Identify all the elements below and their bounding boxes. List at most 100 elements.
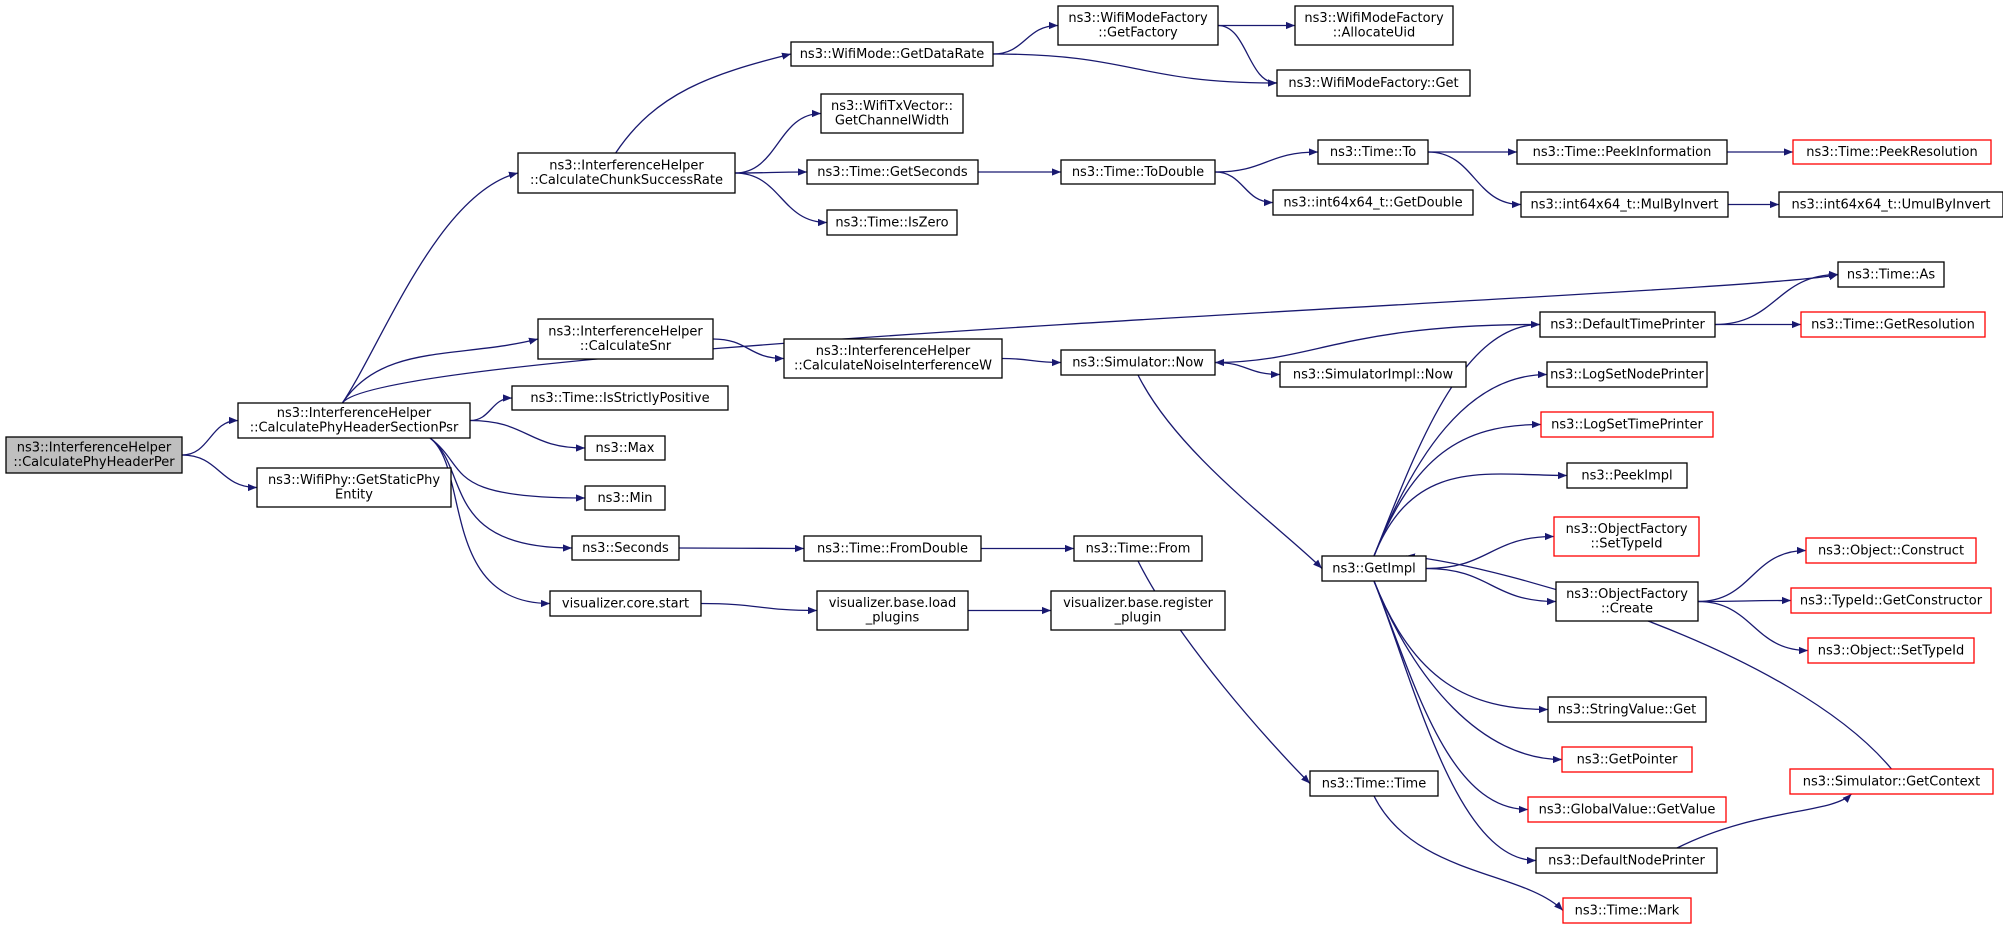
graph-node-ns3-interferencehelper-calculatephyheadersectionpsr[interactable]: ns3::InterferenceHelper::CalculatePhyHea… <box>237 402 471 439</box>
graph-node-ns3-peekimpl[interactable]: ns3::PeekImpl <box>1566 462 1688 489</box>
node-label: ns3::ObjectFactory <box>1566 587 1688 602</box>
node-label: ns3::Time::IsZero <box>835 215 948 230</box>
node-box <box>1561 746 1693 773</box>
graph-node-ns3-logsetnodeprinter[interactable]: ns3::LogSetNodePrinter <box>1546 361 1708 388</box>
graph-node-visualizer-base-load-plugins[interactable]: visualizer.base.load_plugins <box>816 590 969 631</box>
node-box <box>1057 5 1219 46</box>
edge-n36-n47 <box>1697 596 1792 605</box>
graph-node-ns3-int64x64-t-umulbyinvert[interactable]: ns3::int64x64_t::UmulByInvert <box>1778 191 2003 218</box>
graph-node-ns3-defaulttimeprinter[interactable]: ns3::DefaultTimePrinter <box>1539 311 1716 338</box>
graph-node-ns3-time-getseconds[interactable]: ns3::Time::GetSeconds <box>806 159 979 185</box>
node-label: ns3::LogSetNodePrinter <box>1550 367 1704 382</box>
graph-node-ns3-interferencehelper-calculatesnr[interactable]: ns3::InterferenceHelper::CalculateSnr <box>537 318 714 360</box>
node-box <box>1540 411 1714 438</box>
node-label: ::CalculatePhyHeaderPer <box>13 455 175 470</box>
node-box <box>1778 191 2003 218</box>
graph-node-ns3-globalvalue-getvalue[interactable]: ns3::GlobalValue::GetValue <box>1527 796 1727 823</box>
node-label: ns3::InterferenceHelper <box>277 406 432 421</box>
graph-node-ns3-min[interactable]: ns3::Min <box>584 485 666 511</box>
graph-node-ns3-wifimodefactory-allocateuid[interactable]: ns3::WifiModeFactory::AllocateUid <box>1294 5 1454 46</box>
node-label: ns3::WifiModeFactory <box>1068 11 1208 26</box>
edge-n19-n27 <box>1137 374 1323 569</box>
graph-node-ns3-time-iszero[interactable]: ns3::Time::IsZero <box>826 209 958 236</box>
graph-node-ns3-object-settypeid[interactable]: ns3::Object::SetTypeId <box>1807 637 1975 664</box>
node-label: ns3::Simulator::Now <box>1072 355 1204 370</box>
graph-node-ns3-simulatorimpl-now[interactable]: ns3::SimulatorImpl::Now <box>1279 361 1467 388</box>
node-box <box>1073 535 1203 562</box>
graph-node-ns3-objectfactory-create[interactable]: ns3::ObjectFactory::Create <box>1555 581 1699 622</box>
edge-n28-n41 <box>1373 795 1564 911</box>
edge-n10-n23 <box>992 53 1278 87</box>
graph-node-ns3-time-from[interactable]: ns3::Time::From <box>1073 535 1203 562</box>
node-box <box>1547 696 1707 723</box>
node-label: Entity <box>335 488 373 503</box>
graph-node-ns3-seconds[interactable]: ns3::Seconds <box>571 535 680 561</box>
graph-node-ns3-time-peekresolution[interactable]: ns3::Time::PeekResolution <box>1792 139 1992 165</box>
graph-node-ns3-time-to[interactable]: ns3::Time::To <box>1317 139 1429 165</box>
graph-node-ns3-int64x64-t-getdouble[interactable]: ns3::int64x64_t::GetDouble <box>1272 189 1474 216</box>
node-label: ns3::Time::Mark <box>1575 903 1680 918</box>
edge-n10-n17 <box>992 21 1059 55</box>
graph-node-ns3-object-construct[interactable]: ns3::Object::Construct <box>1805 537 1977 564</box>
node-box <box>1546 361 1708 388</box>
graph-node-ns3-interferencehelper-calculatenoiseinterferencew[interactable]: ns3::InterferenceHelper::CalculateNoiseI… <box>783 338 1003 379</box>
node-label: ns3::int64x64_t::UmulByInvert <box>1792 197 1991 212</box>
node-label: ::CalculatePhyHeaderSectionPsr <box>250 421 459 436</box>
graph-node-visualizer-core-start[interactable]: visualizer.core.start <box>549 590 702 617</box>
node-box <box>537 318 714 360</box>
node-box <box>1516 139 1728 165</box>
edge-n27-n38 <box>1373 580 1563 764</box>
graph-node-ns3-getimpl[interactable]: ns3::GetImpl <box>1321 555 1427 582</box>
graph-node-ns3-simulator-getcontext[interactable]: ns3::Simulator::GetContext <box>1789 768 1994 795</box>
graph-node-ns3-time-fromdouble[interactable]: ns3::Time::FromDouble <box>803 535 982 562</box>
graph-node-ns3-time-mark[interactable]: ns3::Time::Mark <box>1562 897 1692 924</box>
node-label: ::AllocateUid <box>1333 26 1415 41</box>
graph-node-ns3-time-time[interactable]: ns3::Time::Time <box>1309 770 1439 797</box>
node-box <box>517 152 736 194</box>
graph-node-ns3-stringvalue-get[interactable]: ns3::StringValue::Get <box>1547 696 1707 723</box>
graph-node-ns3-time-getresolution[interactable]: ns3::Time::GetResolution <box>1800 311 1986 338</box>
node-label: ns3::Time::PeekResolution <box>1806 145 1977 160</box>
node-box <box>1562 897 1692 924</box>
node-label: ::GetFactory <box>1098 26 1178 41</box>
graph-node-ns3-int64x64-t-mulbyinvert[interactable]: ns3::int64x64_t::MulByInvert <box>1520 191 1729 218</box>
graph-node-ns3-time-todouble[interactable]: ns3::Time::ToDouble <box>1060 159 1216 185</box>
node-box <box>1539 311 1716 338</box>
edge-n27-n36 <box>1425 567 1557 606</box>
node-label: ns3::PeekImpl <box>1581 468 1672 483</box>
graph-node-ns3-time-as[interactable]: ns3::Time::As <box>1837 261 1945 288</box>
edge-n27-n31 <box>1373 320 1541 557</box>
edge-n3-n13 <box>734 172 828 227</box>
graph-node-ns3-simulator-now[interactable]: ns3::Simulator::Now <box>1060 349 1216 376</box>
graph-node-visualizer-base-register-plugin[interactable]: visualizer.base.register_plugin <box>1050 590 1226 631</box>
edge-n3-n10 <box>615 52 792 154</box>
node-label: ns3::Time::PeekInformation <box>1533 145 1712 160</box>
graph-node-ns3-interferencehelper-calculatephyheaderper[interactable]: ns3::InterferenceHelper::CalculatePhyHea… <box>5 436 183 474</box>
graph-node-ns3-getpointer[interactable]: ns3::GetPointer <box>1561 746 1693 773</box>
node-label: ns3::GlobalValue::GetValue <box>1539 802 1716 817</box>
graph-node-ns3-wifimodefactory-get[interactable]: ns3::WifiModeFactory::Get <box>1276 69 1471 97</box>
node-label: ns3::WifiTxVector:: <box>831 99 953 114</box>
graph-node-ns3-wifitxvector-getchannelwidth[interactable]: ns3::WifiTxVector::GetChannelWidth <box>820 93 964 134</box>
graph-node-ns3-wifimode-getdatarate[interactable]: ns3::WifiMode::GetDataRate <box>790 41 994 67</box>
edge-n24-n30 <box>1427 151 1522 209</box>
graph-node-ns3-typeid-getconstructor[interactable]: ns3::TypeId::GetConstructor <box>1790 587 1992 614</box>
edge-n27-n35 <box>1425 532 1555 570</box>
graph-node-ns3-time-isstrictlypositive[interactable]: ns3::Time::IsStrictlyPositive <box>511 385 729 411</box>
graph-node-ns3-objectfactory-settypeid[interactable]: ns3::ObjectFactory::SetTypeId <box>1553 516 1700 557</box>
graph-node-ns3-interferencehelper-calculatechunksuccessrate[interactable]: ns3::InterferenceHelper::CalculateChunkS… <box>517 152 736 194</box>
node-box <box>820 93 964 134</box>
node-label: ns3::DefaultNodePrinter <box>1548 853 1705 868</box>
edge-n1-n8 <box>429 437 573 552</box>
node-label: visualizer.core.start <box>562 596 689 611</box>
node-box <box>790 41 994 67</box>
graph-node-ns3-max[interactable]: ns3::Max <box>584 435 666 461</box>
graph-node-ns3-logsettimeprinter[interactable]: ns3::LogSetTimePrinter <box>1540 411 1714 438</box>
graph-node-ns3-time-peekinformation[interactable]: ns3::Time::PeekInformation <box>1516 139 1728 165</box>
graph-node-ns3-defaultnodeprinter[interactable]: ns3::DefaultNodePrinter <box>1535 847 1718 874</box>
edge-n27-n37 <box>1373 580 1549 714</box>
node-label: ns3::InterferenceHelper <box>548 325 703 340</box>
graph-node-ns3-wifimodefactory-getfactory[interactable]: ns3::WifiModeFactory::GetFactory <box>1057 5 1219 46</box>
